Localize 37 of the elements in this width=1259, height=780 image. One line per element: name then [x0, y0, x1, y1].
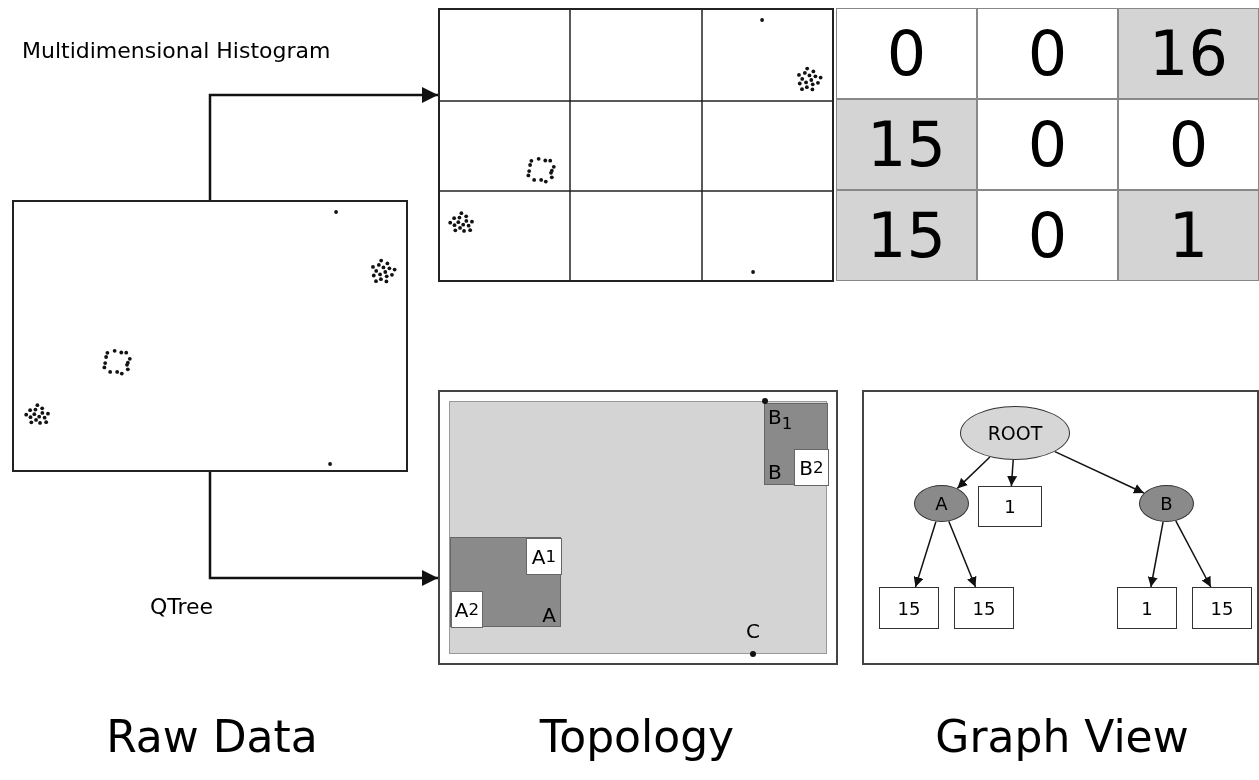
leaf-box: 1 — [978, 486, 1042, 527]
arrow — [208, 472, 438, 586]
column-heading: Topology — [538, 709, 736, 764]
arrow — [948, 520, 977, 588]
table-cell: 0 — [836, 8, 977, 99]
region-label: B$_{1}$ — [768, 406, 793, 434]
column-heading: Graph View — [934, 709, 1190, 764]
tree-node: B — [1139, 485, 1194, 522]
column-heading: Raw Data — [105, 709, 319, 764]
table-cell: 0 — [977, 99, 1118, 190]
table-cell: 16 — [1118, 8, 1259, 99]
arrow — [956, 456, 991, 490]
topology-panel — [438, 390, 838, 665]
region-block — [450, 537, 561, 627]
arrow — [1175, 520, 1212, 588]
region-label: A — [542, 604, 556, 626]
table-cell: 15 — [836, 190, 977, 281]
table-cell: 0 — [1118, 99, 1259, 190]
table-cell: 15 — [836, 99, 977, 190]
root-node: ROOT — [960, 406, 1070, 460]
table-cell: 0 — [977, 8, 1118, 99]
leaf-box: 1 — [1117, 587, 1177, 629]
arrow — [1007, 459, 1018, 487]
tree-node: A — [914, 485, 969, 522]
region-label: B — [768, 461, 782, 483]
leaf-box: 15 — [879, 587, 939, 629]
table-cell: 1 — [1118, 190, 1259, 281]
arrow — [913, 520, 937, 588]
arrow — [1054, 450, 1145, 494]
arrow — [208, 87, 438, 200]
table-cell: 0 — [977, 190, 1118, 281]
leaf-box: 15 — [954, 587, 1014, 629]
arrow — [1147, 521, 1164, 588]
graph-panel — [862, 390, 1259, 665]
point-label: C — [745, 618, 761, 644]
leaf-box: 15 — [1192, 587, 1252, 629]
region-block — [764, 403, 828, 485]
